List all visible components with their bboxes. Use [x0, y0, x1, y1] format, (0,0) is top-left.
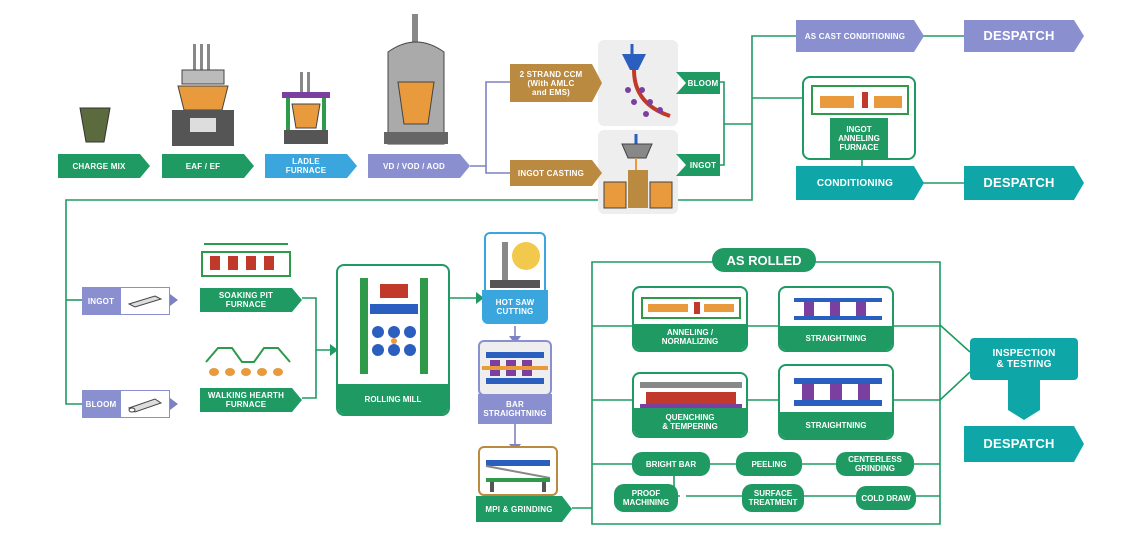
straightening-machine-icon-2: [794, 378, 882, 406]
ccm-caster-icon: [598, 40, 678, 126]
walking-hearth-furnace-node: WALKING HEARTH FURNACE: [200, 388, 302, 412]
peeling-node: PEELING: [736, 452, 802, 476]
ingot-bar-icon: [127, 295, 163, 308]
charge-mix-bucket-icon: [79, 107, 111, 143]
surface-treatment-node: SURFACE TREATMENT: [742, 484, 804, 512]
conditioning-node: CONDITIONING: [796, 166, 924, 200]
vd-vod-aod-vessel-icon: [384, 14, 448, 145]
quenching-tempering-icon: [640, 382, 742, 408]
eaf-furnace-icon: [172, 44, 234, 146]
straightening-machine-icon: [794, 298, 882, 320]
despatch-top-node: DESPATCH: [964, 20, 1084, 52]
eaf-ef-node: EAF / EF: [162, 154, 254, 178]
as-cast-conditioning-node: AS CAST CONDITIONING: [796, 20, 924, 52]
mpi-grinding-icon: [485, 460, 551, 492]
straightening-card-1: STRAIGHTNING: [778, 286, 894, 352]
mpi-grinding-illustration-box: [478, 446, 558, 496]
annealing-normalizing-icon: [641, 297, 741, 319]
vd-vod-aod-node: VD / VOD / AOD: [368, 154, 470, 178]
ladle-furnace-icon: [282, 72, 330, 144]
soaking-pit-furnace-node: SOAKING PIT FURNACE: [200, 288, 302, 312]
bloom-output-node: BLOOM: [676, 72, 720, 94]
straightening-card-2: STRAIGHTNING: [778, 364, 894, 440]
straightening-label-1: STRAIGHTNING: [780, 326, 892, 350]
bloom-bar-icon: [127, 398, 163, 413]
bar-straightening-illustration-box: [478, 340, 552, 396]
ladle-furnace-node: LADLE FURNACE: [265, 154, 357, 178]
bloom-input-node: BLOOM: [82, 390, 120, 418]
bar-straightening-node: BAR STRAIGHTNING: [478, 394, 552, 424]
rolling-mill-icon: [360, 278, 428, 374]
walking-hearth-furnace-icon: [205, 347, 291, 376]
annealing-normalizing-card: ANNELING / NORMALIZING: [632, 286, 748, 352]
inspection-testing-node: INSPECTION & TESTING: [970, 338, 1078, 380]
soaking-pit-furnace-icon: [201, 243, 291, 277]
straightening-label-2: STRAIGHTNING: [780, 412, 892, 438]
hot-saw-icon: [490, 242, 540, 288]
hot-saw-illustration-box: [484, 232, 546, 296]
ingot-output-node: INGOT: [676, 154, 720, 176]
quenching-tempering-label: QUENCHING & TEMPERING: [634, 408, 746, 436]
ingot-casting-icon: [598, 130, 678, 214]
despatch-bottom-node: DESPATCH: [964, 426, 1084, 462]
as-rolled-header: AS ROLLED: [712, 248, 816, 272]
bar-straightening-icon: [482, 352, 548, 384]
ingot-casting-node: INGOT CASTING: [510, 160, 602, 186]
rolling-mill-card: ROLLING MILL: [336, 264, 450, 416]
centerless-grinding-node: CENTERLESS GRINDING: [836, 452, 914, 476]
annealing-normalizing-label: ANNELING / NORMALIZING: [634, 324, 746, 350]
charge-mix-node: CHARGE MIX: [58, 154, 150, 178]
strand-ccm-node: 2 STRAND CCM (With AMLC and EMS): [510, 64, 602, 102]
ingot-annealing-furnace-card: INGOT ANNELING FURNACE: [802, 76, 916, 160]
despatch-middle-node: DESPATCH: [964, 166, 1084, 200]
rolling-mill-label: ROLLING MILL: [338, 384, 448, 414]
quenching-tempering-card: QUENCHING & TEMPERING: [632, 372, 748, 438]
proof-machining-node: PROOF MACHINING: [614, 484, 678, 512]
hot-saw-cutting-node: HOT SAW CUTTING: [482, 290, 548, 324]
bloom-shape-box: [120, 390, 170, 418]
bright-bar-node: BRIGHT BAR: [632, 452, 710, 476]
annealing-furnace-icon: [811, 85, 909, 115]
ingot-shape-box: [120, 287, 170, 315]
mpi-grinding-node: MPI & GRINDING: [476, 496, 572, 522]
cold-draw-node: COLD DRAW: [856, 486, 916, 510]
ingot-input-node: INGOT: [82, 287, 120, 315]
ingot-annealing-furnace-label: INGOT ANNELING FURNACE: [830, 118, 888, 158]
